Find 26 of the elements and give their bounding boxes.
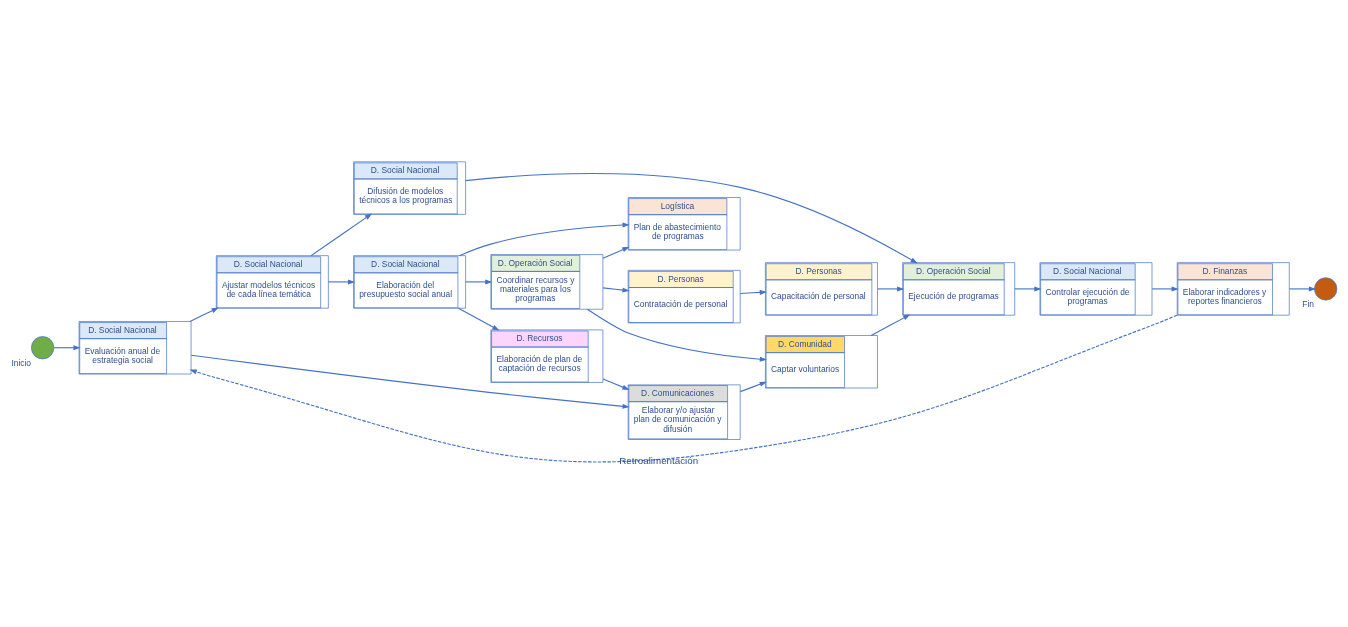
- node-label: Inicio: [11, 357, 32, 368]
- arrow: [465, 172, 918, 263]
- arrow: [602, 377, 630, 390]
- arrow: [602, 286, 630, 293]
- arrow: [602, 246, 630, 259]
- arrow: [1289, 285, 1317, 291]
- node-circle: [31, 335, 55, 359]
- edge-label: Retroalimentación: [619, 454, 699, 466]
- arrow: [189, 314, 1178, 462]
- arrow: [459, 222, 630, 256]
- arrow: [189, 307, 219, 322]
- arrow: [739, 381, 767, 392]
- arrow: [877, 285, 905, 291]
- arrow: [465, 278, 493, 284]
- arrow: [739, 289, 767, 295]
- arrow: [327, 278, 356, 284]
- arrow: [1014, 285, 1042, 291]
- arrow: [1151, 285, 1179, 291]
- arrow: [53, 344, 81, 350]
- arrow: [190, 354, 630, 409]
- arrow: [310, 213, 373, 256]
- arrow: [586, 308, 767, 362]
- node-label: Fin: [1302, 298, 1315, 309]
- arrow: [870, 314, 911, 336]
- arrow: [457, 307, 500, 331]
- node-circle: [1314, 276, 1338, 300]
